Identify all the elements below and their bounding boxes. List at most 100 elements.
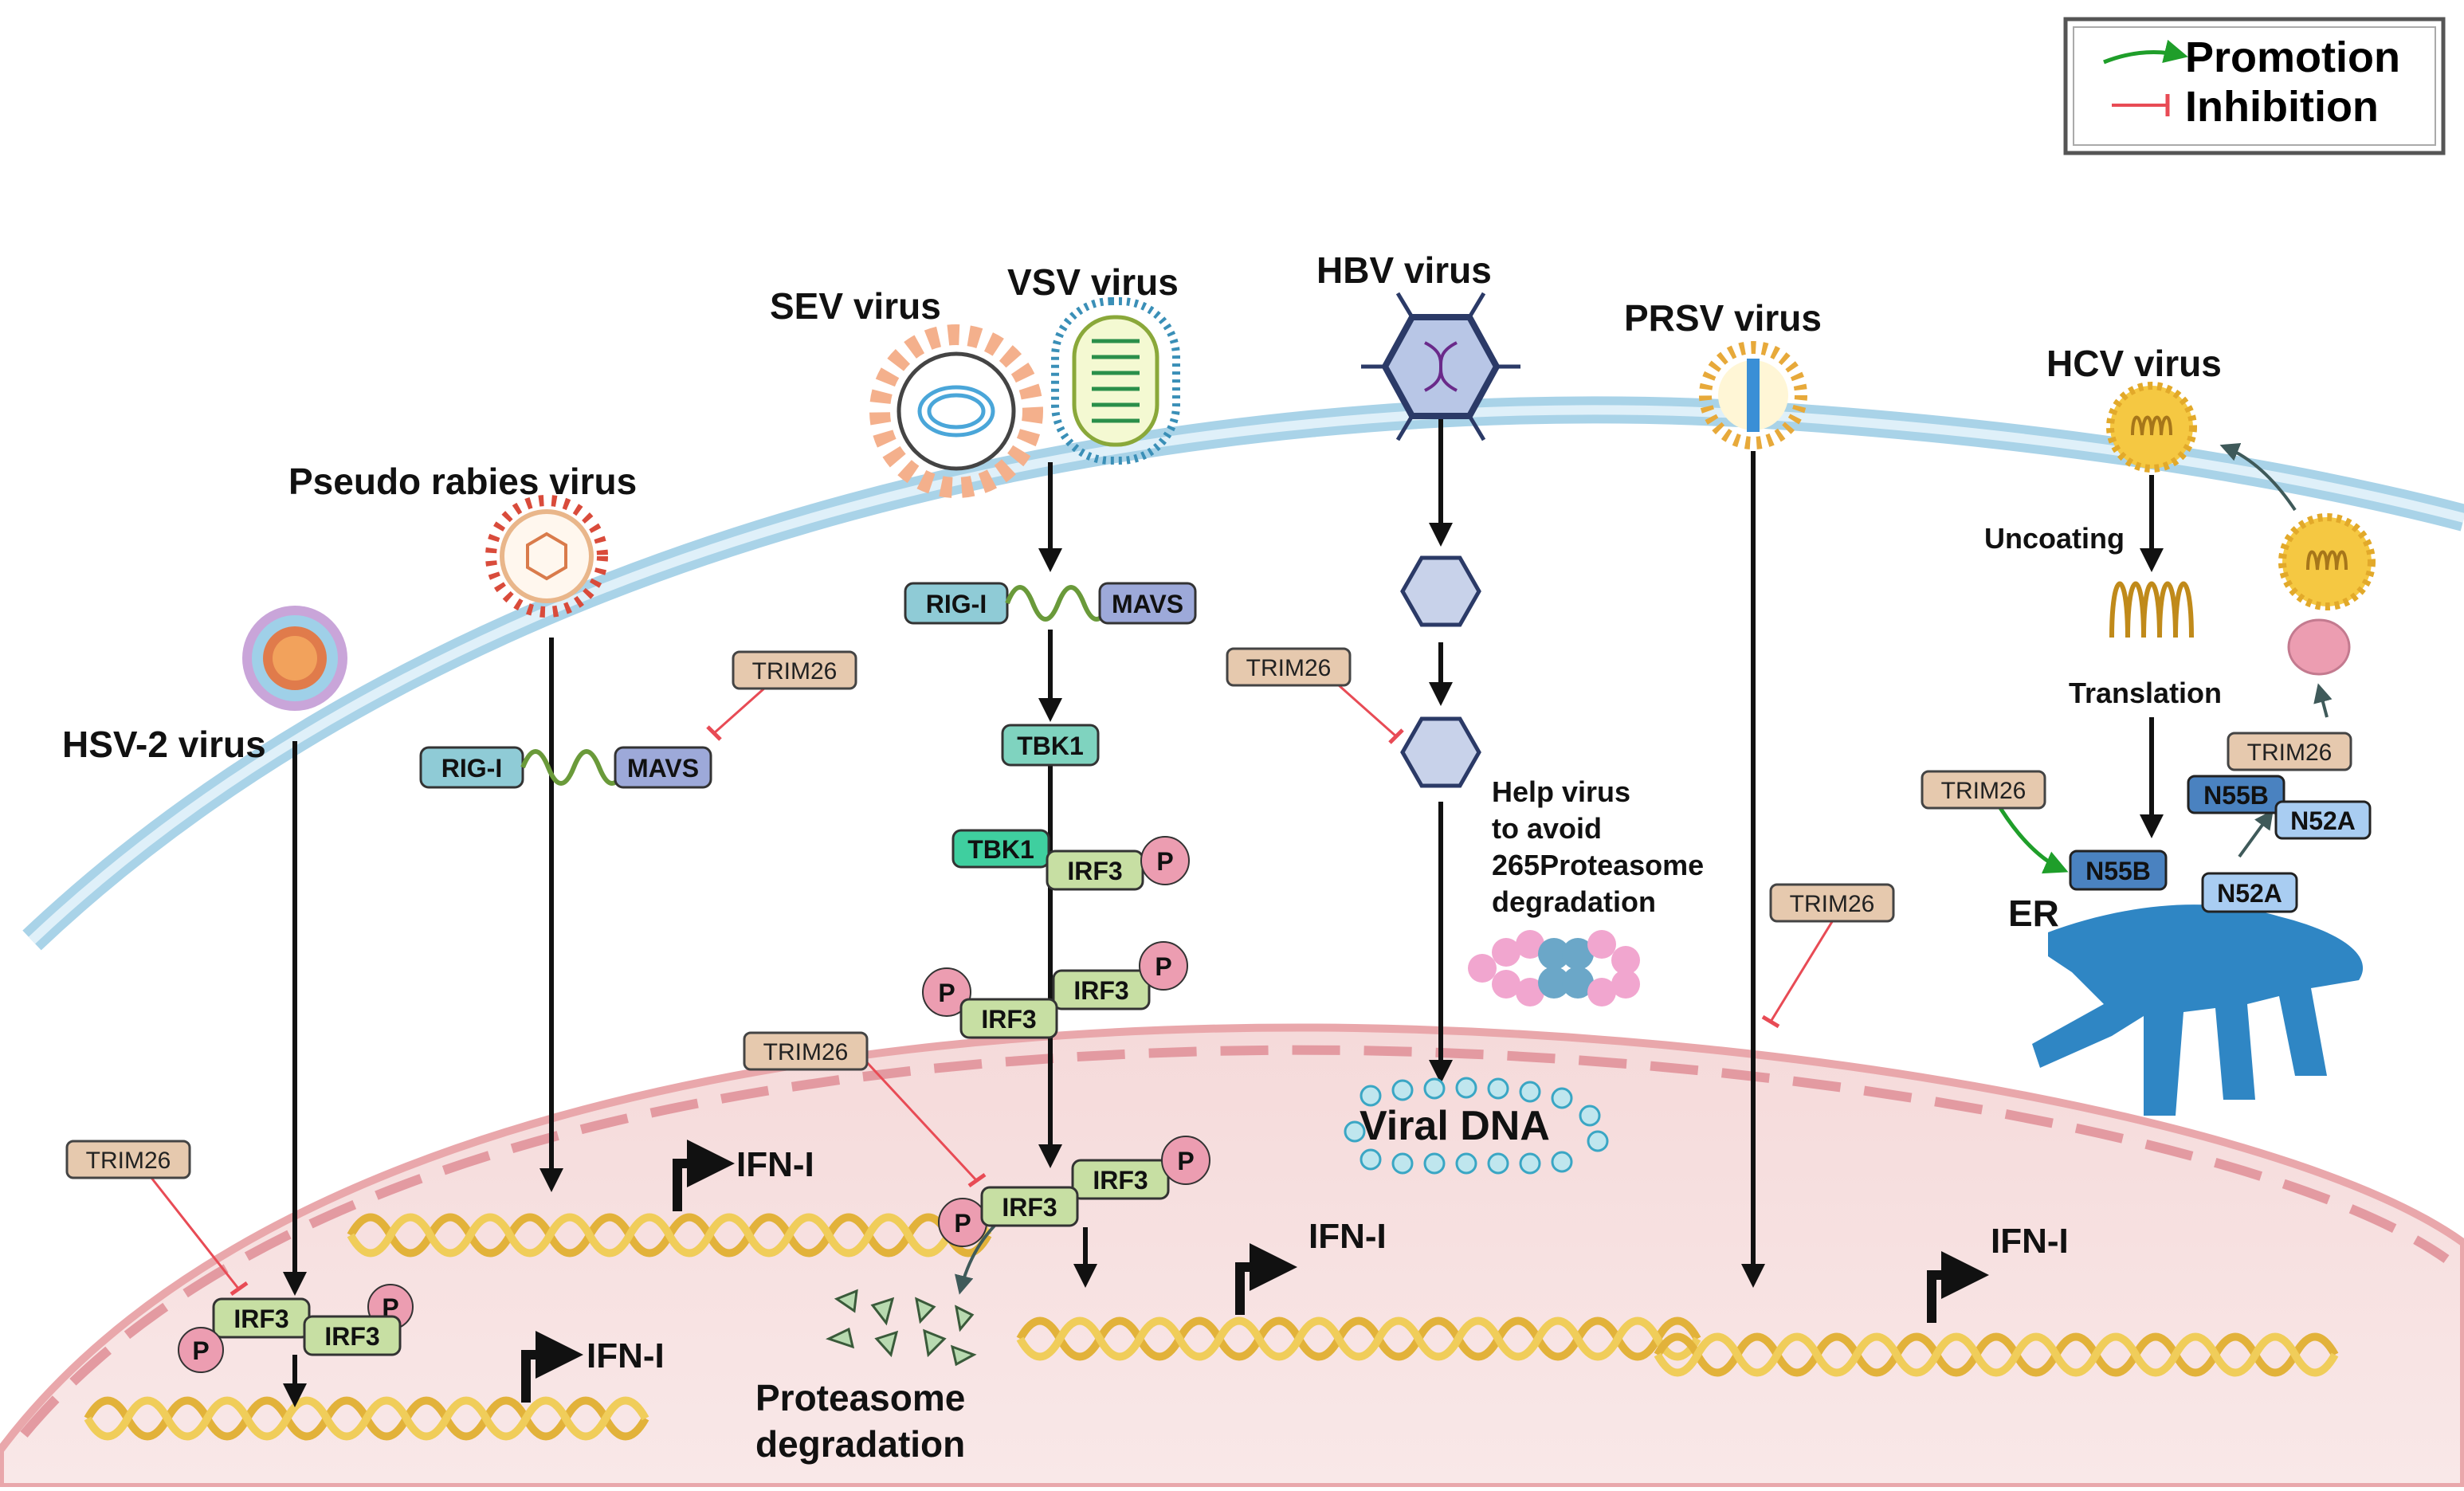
svg-text:TRIM26: TRIM26 (1941, 778, 2027, 804)
svg-text:TBK1: TBK1 (1017, 732, 1084, 760)
svg-text:IFN-I: IFN-I (1991, 1222, 2069, 1261)
hbv-label: HBV virus (1316, 249, 1492, 291)
ifn-promoter: IFN-I (1235, 1217, 1387, 1315)
er-label: ER (2008, 893, 2059, 934)
n55b-box: N55B (2069, 849, 2168, 891)
trim26-box: TRIM26 (743, 1031, 869, 1071)
irf3-p-complex: P IRF3 IRF3 P (922, 941, 1188, 1039)
irf3-p-complex: IRF3 P IRF3 P (178, 1284, 414, 1373)
hcv-virus-icon (2106, 382, 2197, 473)
dna-helix-4 (1654, 1332, 2339, 1377)
legend: Promotion Inhibition (2063, 17, 2446, 155)
svg-text:RIG-I: RIG-I (441, 754, 502, 783)
dna-helix-3 (1016, 1316, 1701, 1361)
svg-text:P: P (192, 1336, 209, 1365)
legend-inhibition: Inhibition (2185, 83, 2379, 131)
vsv-virus-icon (1051, 297, 1180, 465)
svg-text:TBK1: TBK1 (967, 835, 1034, 864)
hsv2-label: HSV-2 virus (62, 724, 266, 765)
svg-text:IRF3: IRF3 (1073, 976, 1128, 1005)
uncoating-label: Uncoating (1984, 522, 2125, 555)
svg-text:IFN-I: IFN-I (736, 1145, 814, 1184)
svg-text:P: P (1155, 952, 1171, 981)
prsv-virus-icon (1699, 341, 1807, 449)
svg-text:P: P (382, 1293, 398, 1322)
trim26-box: TRIM26 (65, 1140, 191, 1179)
hbv-capsid-icon (1400, 555, 1481, 627)
tbk1-box: TBK1 (1001, 724, 1100, 767)
hcv-rna-icon (2109, 581, 2194, 638)
svg-text:IRF3: IRF3 (1093, 1166, 1148, 1195)
svg-text:IRF3: IRF3 (1002, 1193, 1057, 1222)
hcv-new-virion-icon (2278, 513, 2376, 610)
dna-helix-2 (347, 1213, 992, 1258)
svg-text:TRIM26: TRIM26 (763, 1039, 849, 1065)
inhibition-lines (150, 684, 1834, 1297)
svg-text:P: P (954, 1209, 971, 1238)
svg-text:TRIM26: TRIM26 (86, 1148, 171, 1174)
promotion-arrow-icon (2103, 39, 2188, 65)
svg-text:N55B: N55B (2203, 781, 2269, 810)
hbv-virus-icon (1361, 292, 1520, 441)
rigi-mavs-complex: RIG-I MAVS (904, 582, 1197, 625)
irf3-p-complex: IRF3 P P IRF3 (938, 1136, 1210, 1247)
prsv-label: PRSV virus (1624, 297, 1822, 339)
rigi-mavs-complex: RIG-I MAVS (419, 746, 712, 789)
svg-text:TRIM26: TRIM26 (1246, 655, 1332, 681)
svg-text:IRF3: IRF3 (233, 1305, 288, 1333)
hsv2-virus-icon (242, 606, 347, 711)
svg-text:MAVS: MAVS (627, 754, 699, 783)
proteasome-fragments-icon (826, 1289, 977, 1367)
pseudorabies-virus-icon (485, 495, 608, 618)
svg-text:TRIM26: TRIM26 (752, 658, 838, 685)
vsv-label: VSV virus (1007, 261, 1179, 303)
svg-text:P: P (1177, 1147, 1194, 1175)
svg-text:TRIM26: TRIM26 (1790, 891, 1875, 917)
endoplasmic-reticulum-icon (2032, 904, 2364, 1116)
svg-text:MAVS: MAVS (1112, 590, 1183, 618)
svg-text:IRF3: IRF3 (981, 1005, 1036, 1034)
proteasome-label-line-2: degradation (755, 1423, 965, 1465)
sev-virus-icon (869, 324, 1043, 498)
ifn-promoter: IFN-I (673, 1140, 814, 1211)
n52a-box: N52A (2274, 800, 2372, 840)
sev-label: SEV virus (770, 285, 941, 327)
trim26-box: TRIM26 (1921, 770, 2046, 810)
n55b-box: N55B (2187, 775, 2285, 814)
trim26-box: TRIM26 (1226, 647, 1352, 687)
svg-text:P: P (938, 979, 955, 1007)
svg-text:N52A: N52A (2217, 879, 2282, 908)
svg-text:IFN-I: IFN-I (1309, 1217, 1387, 1256)
help-note-line-2: to avoid (1492, 812, 1602, 845)
hbv-capsid-icon (1400, 716, 1481, 788)
svg-text:IRF3: IRF3 (324, 1322, 379, 1351)
viral-dna-label: Viral DNA (1360, 1103, 1550, 1149)
dna-helix-1 (84, 1396, 649, 1441)
ifn-promoter: IFN-I (1927, 1222, 2069, 1323)
viral-dna-ring (1344, 1077, 1609, 1175)
pseudorabies-label: Pseudo rabies virus (288, 461, 637, 502)
pathway-arrows (283, 419, 2164, 1407)
tbk1-box: TBK1 (951, 829, 1050, 869)
n52a-box: N52A (2201, 872, 2298, 913)
svg-text:IFN-I: IFN-I (587, 1336, 665, 1375)
translation-label: Translation (2069, 677, 2222, 709)
trim26-box: TRIM26 (1769, 883, 1895, 923)
trim26-box: TRIM26 (732, 650, 857, 690)
svg-text:TRIM26: TRIM26 (2247, 740, 2333, 766)
help-note-line-1: Help virus (1492, 775, 1630, 808)
ifn-promoter: IFN-I (521, 1331, 665, 1403)
help-note-line-3: 265Proteasome (1492, 849, 1704, 881)
svg-text:N52A: N52A (2290, 806, 2356, 835)
hcv-vesicle-icon (2287, 618, 2351, 676)
svg-text:IRF3: IRF3 (1067, 857, 1122, 885)
svg-text:RIG-I: RIG-I (926, 590, 987, 618)
irf3-p-complex: IRF3 P (1046, 836, 1190, 891)
hcv-label: HCV virus (2046, 343, 2222, 384)
svg-text:P: P (1156, 847, 1173, 876)
trim26-box: TRIM26 (2227, 732, 2352, 771)
legend-promotion: Promotion (2185, 33, 2400, 81)
svg-text:N55B: N55B (2085, 857, 2151, 885)
